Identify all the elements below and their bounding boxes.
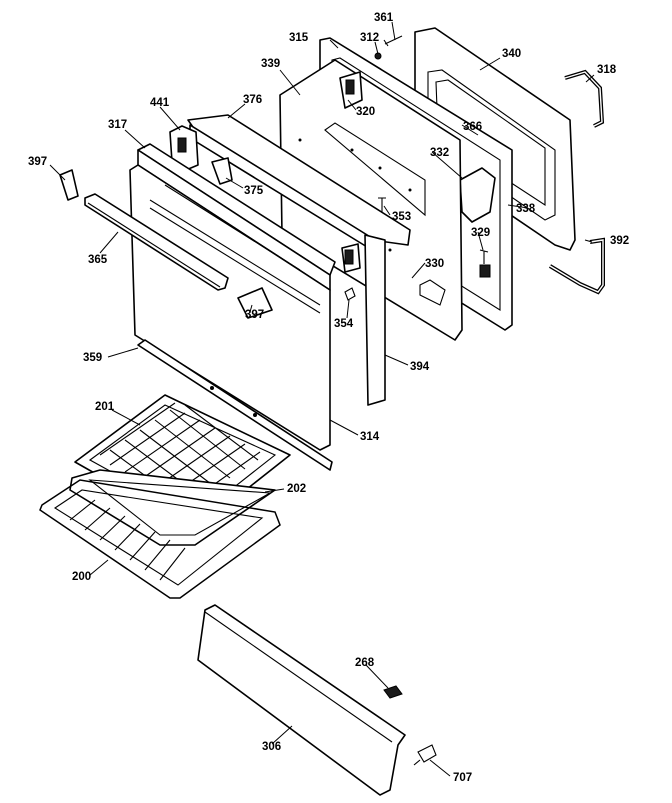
label-200: 200: [72, 571, 91, 583]
label-361: 361: [374, 12, 394, 24]
label-332: 332: [430, 147, 449, 159]
part-200-oven-rack: [39, 479, 281, 599]
label-397-center: 397: [245, 309, 264, 321]
part-365-handle: [84, 193, 229, 291]
part-397-left-bracket: [59, 169, 79, 201]
label-354: 354: [334, 318, 354, 330]
part-397-center-bracket: [237, 287, 273, 319]
part-202-broiler-pan: [69, 469, 276, 546]
part-361-screw: [383, 35, 403, 47]
part-359-bottom-trim: [137, 339, 333, 471]
label-392: 392: [610, 235, 629, 247]
leader-lines: [49, 21, 595, 777]
part-392-gasket-inner: [549, 239, 604, 293]
label-376: 376: [243, 94, 262, 106]
label-365: 365: [88, 254, 108, 266]
part-376-door-liner: [187, 114, 411, 406]
label-317: 317: [108, 119, 127, 131]
label-707: 707: [453, 772, 472, 784]
label-359: 359: [83, 352, 102, 364]
part-375-bracket: [211, 157, 233, 185]
part-268-clip: [383, 685, 403, 699]
label-375: 375: [244, 185, 264, 197]
label-315: 315: [289, 32, 309, 44]
part-306-drawer-panel: [197, 604, 406, 796]
part-707-screw: [413, 744, 437, 766]
part-329-screw: [479, 249, 489, 264]
part-318-gasket: [564, 69, 605, 128]
label-268: 268: [355, 657, 375, 669]
label-340: 340: [502, 48, 521, 60]
label-320: 320: [356, 106, 375, 118]
label-353: 353: [392, 211, 411, 223]
part-354-screw: [344, 287, 356, 301]
label-306: 306: [262, 741, 281, 753]
label-339: 339: [261, 58, 280, 70]
label-201: 201: [95, 401, 115, 413]
part-320-hinge-bracket: [339, 71, 363, 109]
part-392-gasket: [548, 237, 605, 295]
label-441: 441: [150, 97, 170, 109]
label-318: 318: [597, 64, 617, 76]
label-314: 314: [360, 431, 380, 443]
part-353-screw: [378, 197, 386, 212]
label-338: 338: [516, 203, 536, 215]
part-318-gasket-inner: [564, 71, 603, 127]
label-394: 394: [410, 361, 430, 373]
label-397-left: 397: [28, 156, 47, 168]
label-202: 202: [287, 483, 306, 495]
label-366: 366: [463, 121, 482, 133]
label-329: 329: [471, 227, 490, 239]
label-330: 330: [425, 258, 444, 270]
label-312: 312: [360, 32, 379, 44]
part-317-outer-door: [129, 143, 336, 451]
